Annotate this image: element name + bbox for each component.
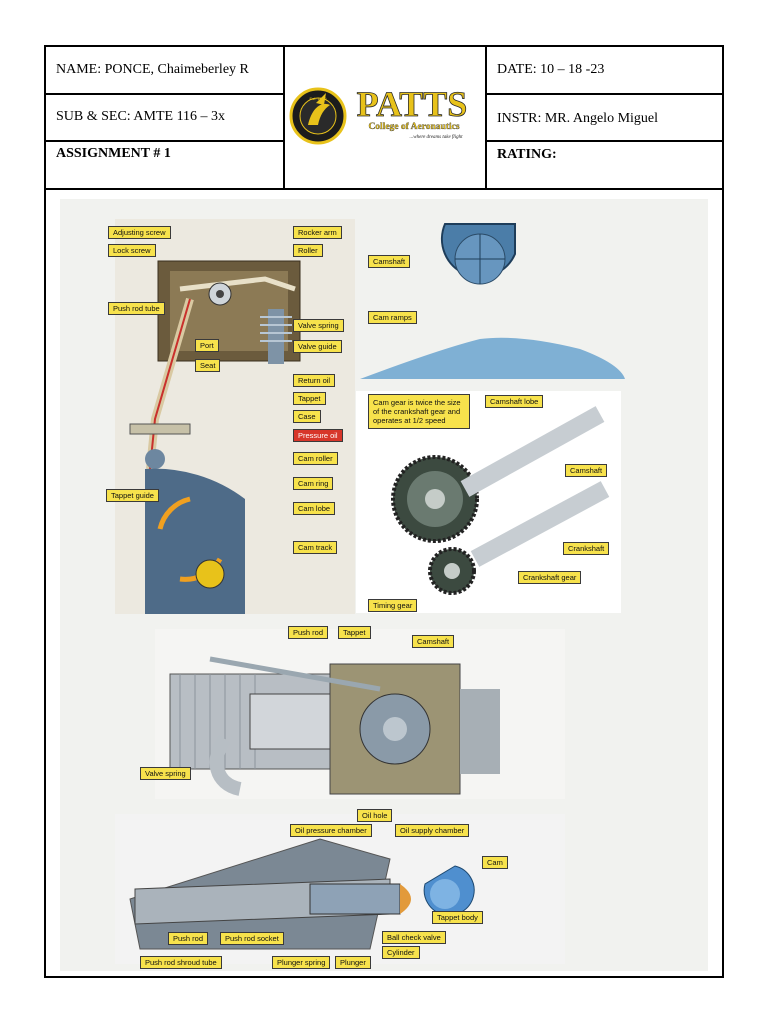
- label-push-rod: Push rod: [288, 626, 329, 639]
- label-cylinder: Cylinder: [382, 946, 420, 959]
- label-pressure-oil: Pressure oil: [293, 429, 343, 442]
- divider: [485, 140, 722, 142]
- label-lock-screw: Lock screw: [108, 244, 156, 257]
- label-tappet-body: Tappet body: [432, 911, 483, 924]
- logo-subtitle: College of Aeronautics: [368, 122, 459, 132]
- label-valve-spring: Valve spring: [293, 319, 344, 332]
- label-seat: Seat: [195, 359, 221, 372]
- figures-panel: Adjusting screw Lock screw Push rod tube…: [60, 199, 708, 971]
- divider: [485, 93, 722, 95]
- label-port: Port: [195, 339, 219, 352]
- label-camshaft-profile: Camshaft: [368, 255, 411, 268]
- label-push-rod-shroud-tube: Push rod shroud tube: [140, 956, 222, 969]
- header-table: NAME: PONCE, Chaimeberley R SUB & SEC: A…: [46, 47, 722, 190]
- label-crankshaft: Crankshaft: [563, 542, 610, 555]
- label-cam-lobe: Cam lobe: [293, 502, 336, 515]
- label-return-oil: Return oil: [293, 374, 336, 387]
- logo-tagline: ...where dreams take flight: [410, 135, 464, 140]
- label-tappet: Tappet: [293, 392, 326, 405]
- label-valve-guide: Valve guide: [293, 340, 342, 353]
- assignment-number: ASSIGNMENT # 1: [56, 146, 171, 161]
- label-ball-check-valve: Ball check valve: [382, 931, 446, 944]
- logo-seal-text: Est. 1969: [310, 96, 328, 101]
- label-camshaft-engine: Camshaft: [412, 635, 455, 648]
- label-tappet-guide: Tappet guide: [106, 489, 159, 502]
- label-valve-spring-engine: Valve spring: [140, 767, 191, 780]
- label-cam-ramps: Cam ramps: [368, 311, 417, 324]
- label-cam-track: Cam track: [293, 541, 338, 554]
- label-oil-supply-chamber: Oil supply chamber: [395, 824, 470, 837]
- patts-logo: Est. 1969 PATTS College of Aeronautics .…: [286, 53, 482, 183]
- date: DATE: 10 – 18 -23: [497, 62, 605, 77]
- label-case: Case: [293, 410, 321, 423]
- label-oil-hole: Oil hole: [357, 809, 393, 822]
- rating: RATING:: [497, 147, 557, 162]
- label-cam-roller: Cam roller: [293, 452, 338, 465]
- label-rocker-arm: Rocker arm: [293, 226, 342, 239]
- label-timing-gear: Timing gear: [368, 599, 418, 612]
- student-name: NAME: PONCE, Chaimeberley R: [56, 62, 249, 77]
- label-cam-ring: Cam ring: [293, 477, 334, 490]
- label-roller: Roller: [293, 244, 323, 257]
- label-push-rod-socket: Push rod socket: [220, 932, 284, 945]
- label-oil-pressure-chamber: Oil pressure chamber: [290, 824, 372, 837]
- label-crankshaft-gear: Crankshaft gear: [518, 571, 582, 584]
- divider: [46, 140, 283, 142]
- label-adjusting-screw: Adjusting screw: [108, 226, 171, 239]
- divider: [46, 93, 283, 95]
- label-cam: Cam: [482, 856, 508, 869]
- label-camshaft-lobe: Camshaft lobe: [485, 395, 544, 408]
- label-plunger-spring: Plunger spring: [272, 956, 331, 969]
- divider: [283, 47, 285, 190]
- label-tappet-engine: Tappet: [338, 626, 371, 639]
- instructor: INSTR: MR. Angelo Miguel: [497, 110, 659, 126]
- logo-wordmark: PATTS: [357, 84, 468, 124]
- label-push-rod-hydraulic: Push rod: [168, 932, 209, 945]
- label-push-rod-tube: Push rod tube: [108, 302, 165, 315]
- subject-section: SUB & SEC: AMTE 116 – 3x: [56, 108, 226, 124]
- label-plunger: Plunger: [335, 956, 371, 969]
- divider: [485, 47, 487, 190]
- cam-gear-note: Cam gear is twice the size of the cranks…: [368, 394, 470, 429]
- assignment-page: NAME: PONCE, Chaimeberley R SUB & SEC: A…: [44, 45, 724, 978]
- label-camshaft: Camshaft: [565, 464, 608, 477]
